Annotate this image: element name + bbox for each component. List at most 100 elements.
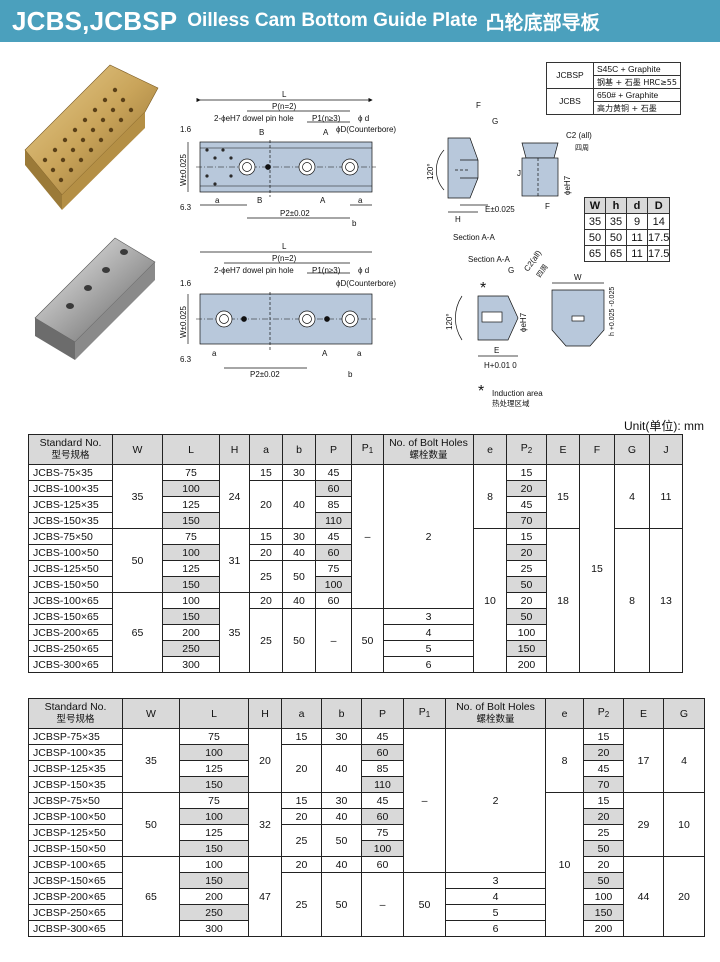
label-B-arrow-bottom: B [257, 196, 262, 205]
cell-name: JCBSP-75×50 [28, 792, 123, 809]
label-P2-2: P2±0.02 [250, 370, 280, 379]
cell-name: JCBSP-150×65 [28, 872, 123, 889]
dim-cell: 17.5 [646, 229, 671, 246]
cell-L: 150 [179, 776, 249, 793]
cell-P2: 150 [583, 904, 624, 921]
header-a: a [281, 698, 322, 729]
dim-cell: 35 [584, 213, 606, 230]
label-phi-D: ϕD(Counterbore) [336, 125, 396, 134]
dim-cell: 14 [646, 213, 671, 230]
label-W-low: W [574, 273, 582, 282]
cell-P2: 50 [583, 872, 624, 889]
cell-P1: 50 [403, 872, 446, 937]
cell-a: 20 [281, 808, 322, 825]
header-P: P [361, 698, 404, 729]
cell-P: 60 [361, 744, 404, 761]
header-E: E [546, 434, 580, 465]
cell-name: JCBSP-100×35 [28, 744, 123, 761]
label-P1: P1(n≥3) [312, 114, 341, 123]
header-W: W [122, 698, 180, 729]
cell-bolts: 6 [383, 656, 474, 673]
cell-b: 50 [321, 872, 362, 937]
dimension-table: W h d D 35 35 9 14 50 50 11 17.5 65 65 1… [584, 197, 671, 262]
cell-a: 15 [281, 792, 322, 809]
cell-name: JCBSP-250×65 [28, 904, 123, 921]
cell-E: 29 [623, 792, 664, 857]
label-b: b [352, 219, 357, 228]
cell-P2: 25 [506, 560, 547, 577]
label-P1-2: P1(n≥3) [312, 266, 341, 275]
cell-name: JCBS-75×35 [28, 464, 113, 481]
cell-L: 125 [162, 560, 220, 577]
cell-P2: 20 [583, 744, 624, 761]
cell-E: 17 [623, 728, 664, 793]
cell-L: 300 [162, 656, 220, 673]
cell-P2: 20 [506, 480, 547, 497]
header-a: a [249, 434, 283, 465]
table-row: JCBSP-150×50 150 100 50 [28, 840, 705, 857]
cell-e: 10 [545, 792, 584, 937]
product-title-en: Oilless Cam Bottom Guide Plate [187, 10, 478, 31]
dim-cell: 50 [584, 229, 606, 246]
cell-a: 20 [281, 744, 322, 793]
cell-P: – [315, 608, 352, 673]
dim-cell: 50 [605, 229, 627, 246]
table-row: JCBSP-250×65 250 5 150 [28, 904, 705, 921]
label-B-arrow: B [259, 128, 264, 137]
cell-b: 40 [321, 808, 362, 825]
cell-name: JCBSP-300×65 [28, 920, 123, 937]
label-W-tol-2: W±0.025 [179, 305, 188, 338]
label-dowel: 2-ϕeH7 dowel pin hole [214, 114, 294, 123]
label-E: E±0.025 [485, 205, 515, 214]
dim-header: D [646, 197, 671, 214]
table-row: JCBSP-150×35 150 110 70 [28, 776, 705, 793]
table-row: JCBSP-75×50 50 75 32 15 30 45 10 15 29 1… [28, 792, 705, 937]
label-C2: C2 (all) [566, 131, 592, 140]
label-h-tol: h +0.025 -0.025 [609, 287, 616, 336]
cell-P: 85 [361, 760, 404, 777]
cell-name: JCBS-100×50 [28, 544, 113, 561]
cell-b: 30 [321, 728, 362, 745]
cell-W: 50 [122, 792, 180, 857]
cell-P: 60 [315, 480, 352, 497]
cell-P: 100 [315, 576, 352, 593]
cell-L: 100 [179, 744, 249, 761]
cell-G: 4 [663, 728, 705, 793]
label-E-2: E [494, 346, 499, 355]
cell-bolts: 4 [383, 624, 474, 641]
cell-W: 35 [112, 464, 163, 529]
cell-W: 35 [122, 728, 180, 793]
cell-L: 150 [162, 512, 220, 529]
cell-P2: 50 [583, 840, 624, 857]
cell-a: 20 [249, 480, 283, 529]
jcbs-plan-view [187, 97, 376, 219]
header-standard-no: Standard No.型号规格 [28, 698, 123, 729]
table-row: JCBS-75×35 35 75 24 15 30 45 – 2 8 15 15… [28, 464, 683, 673]
cell-bolts: 6 [445, 920, 546, 937]
jcbs-section-view [436, 137, 559, 213]
dim-cell: 35 [605, 213, 627, 230]
header-P1: P1 [403, 698, 446, 729]
cell-bolts: 5 [445, 904, 546, 921]
cell-J: 11 [649, 464, 683, 529]
cell-b: 50 [321, 824, 362, 857]
header-G: G [614, 434, 650, 465]
cell-W: 65 [112, 592, 163, 673]
cell-E: 18 [546, 528, 580, 673]
label-W-tol: W±0.025 [179, 153, 188, 186]
cell-H: 20 [248, 728, 282, 793]
table-row: JCBSP-300×65 300 6 200 [28, 920, 705, 937]
label-section-AA-2: Section A-A [468, 255, 510, 264]
cell-L: 125 [179, 824, 249, 841]
cell-L: 125 [162, 496, 220, 513]
header-H: H [219, 434, 250, 465]
header-E: E [623, 698, 664, 729]
label-120: 120° [426, 163, 435, 180]
label-L2: L [282, 242, 287, 251]
cell-P: 60 [361, 856, 404, 873]
cell-name: JCBS-75×50 [28, 528, 113, 545]
label-F: F [476, 101, 481, 110]
cell-bolts: 3 [383, 608, 474, 625]
label-A-arrow-2: A [322, 349, 328, 358]
cell-P1: – [403, 728, 446, 873]
